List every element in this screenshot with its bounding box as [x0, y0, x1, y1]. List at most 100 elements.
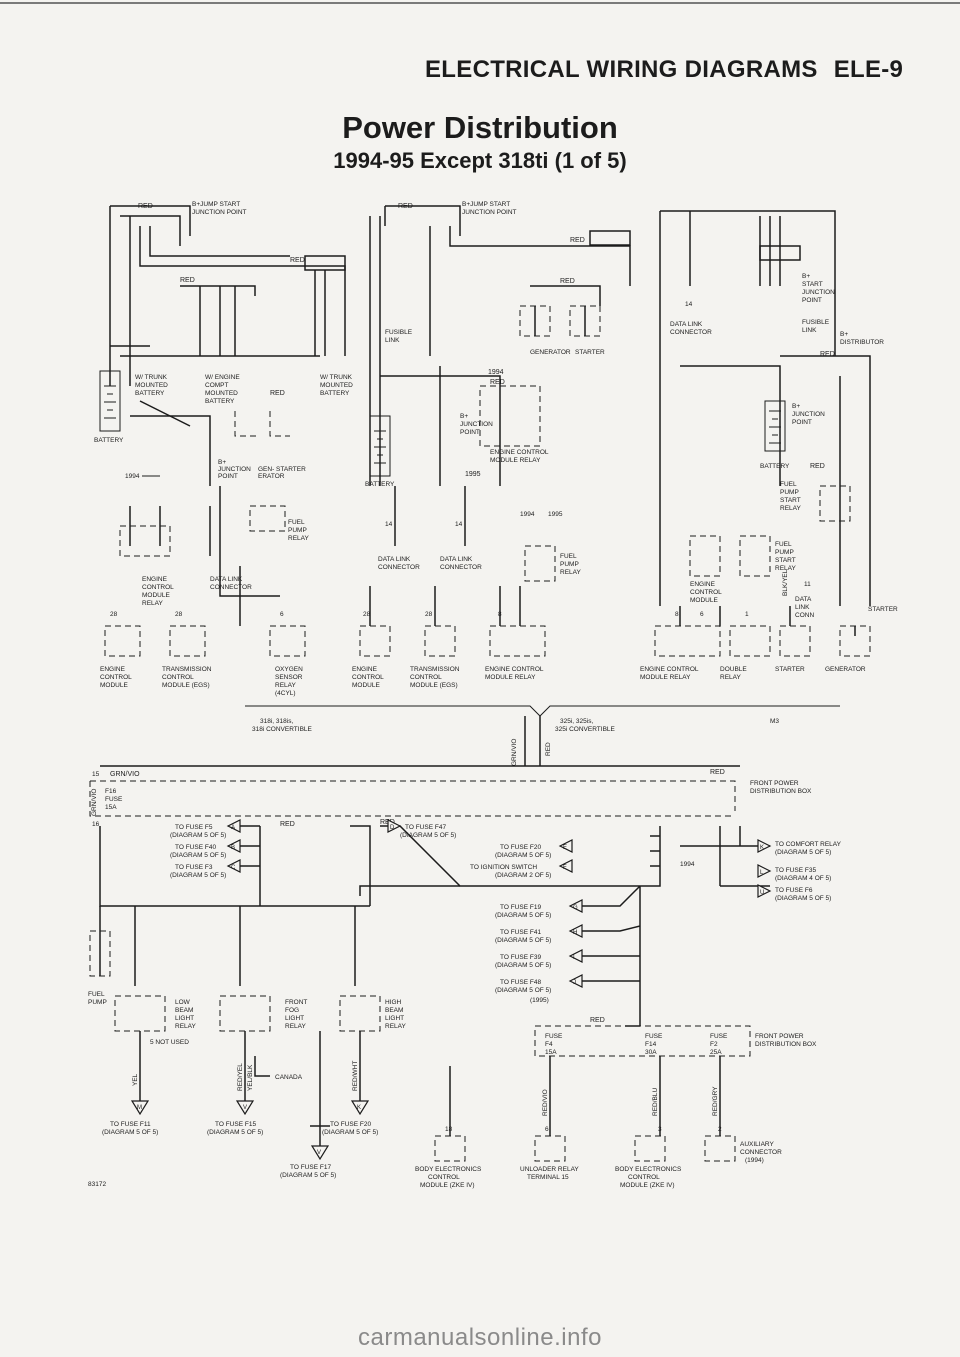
label-dlc-1: DATA	[795, 596, 812, 603]
label-1994-d: 1994	[680, 861, 695, 868]
label-1995-b: 1995	[548, 511, 563, 518]
label-red-i: RED	[820, 351, 835, 358]
label-red-j: RED	[810, 463, 825, 470]
label-distributor: DISTRIBUTOR	[840, 339, 884, 346]
label-fpdb-1: FRONT POWER	[750, 780, 799, 787]
pin-6-a: 6	[280, 611, 284, 618]
label-diag5-n: (DIAGRAM 5 OF 5)	[322, 1129, 378, 1136]
label-canada: CANADA	[275, 1074, 303, 1081]
conn-h: H	[573, 930, 577, 936]
label-junction-b: JUNCTION	[460, 421, 493, 428]
label-tcm-a3: MODULE (EGS)	[162, 682, 210, 689]
header-section: ELE-9	[833, 56, 904, 83]
label-models-318c: 318i CONVERTIBLE	[252, 726, 313, 733]
label-1994-c: 1994	[520, 511, 535, 518]
label-to-f3: TO FUSE F3	[175, 864, 213, 871]
label-to-f47: TO FUSE F47	[405, 824, 446, 831]
label-dlc-2: LINK	[795, 604, 810, 611]
label-wengine-3: MOUNTED	[205, 390, 238, 397]
label-red-c: RED	[180, 277, 195, 284]
section-318: RED B+JUMP START JUNCTION POINT RED RED …	[94, 201, 353, 697]
label-to-f20: TO FUSE F20	[500, 844, 541, 851]
pin-6-c: 6	[545, 1126, 549, 1133]
label-fuel-10: FUEL	[775, 541, 792, 548]
pin-28-b: 28	[175, 611, 183, 618]
label-unloader-1: UNLOADER RELAY	[520, 1166, 579, 1173]
label-redblu: RED/BLU	[652, 1088, 659, 1116]
label-tcm-b2: CONTROL	[410, 674, 442, 681]
label-o2-1: OXYGEN	[275, 666, 303, 673]
label-red-b: RED	[290, 257, 305, 264]
label-engine-b1: ENGINE	[352, 666, 378, 673]
label-o2-3: RELAY	[275, 682, 296, 689]
label-start-e: START	[775, 557, 796, 564]
label-bodyelec-5: CONTROL	[628, 1174, 660, 1181]
label-point-c: POINT	[802, 297, 822, 304]
label-to-f5: TO FUSE F5	[175, 824, 213, 831]
label-battery-c: BATTERY	[760, 463, 790, 470]
label-fusible-3: FUSIBLE	[802, 319, 830, 326]
label-o2-2: SENSOR	[275, 674, 303, 681]
label-grnvio-c: GRN/VIO	[511, 739, 518, 766]
label-fusible-1: FUSIBLE	[385, 329, 413, 336]
battery-icon-middle	[369, 415, 391, 477]
pin-6-b: 6	[700, 611, 704, 618]
label-grnvio-a: GRN/VIO	[110, 771, 140, 778]
pin-28-c: 28	[363, 611, 371, 618]
label-start-d: START	[780, 497, 801, 504]
label-figure-number: 83172	[88, 1181, 106, 1188]
label-to-f17: TO FUSE F17	[290, 1164, 331, 1171]
label-bjump-1: B+JUMP START	[192, 201, 240, 208]
label-tcm-b1: TRANSMISSION	[410, 666, 460, 673]
label-bjump-4: JUNCTION POINT	[462, 209, 517, 216]
page-title: Power Distribution	[342, 110, 618, 145]
label-diag5-o: (DIAGRAM 5 OF 5)	[280, 1172, 336, 1179]
conn-f: F	[563, 865, 567, 871]
label-fuel-3: RELAY	[288, 535, 309, 542]
label-wtrunk-3: BATTERY	[135, 390, 165, 397]
label-ecm-control-c: ENGINE CONTROL	[485, 666, 544, 673]
label-fusible-4: LINK	[802, 327, 817, 334]
label-generator-b: GENERATOR	[825, 666, 866, 673]
label-diag5-k: (DIAGRAM 5 OF 5)	[775, 895, 831, 902]
label-battery-b: BATTERY	[365, 481, 395, 488]
label-ecm-relay-3: MODULE	[142, 592, 170, 599]
conn-k-b: K	[357, 1105, 361, 1111]
label-bjump-3: B+JUMP START	[462, 201, 510, 208]
wire-color-labels: GRN/VIO GRN/VIO RED YEL RED/YEL YEL/BLK …	[91, 569, 789, 1116]
label-1995-c: (1995)	[530, 997, 549, 1004]
conn-m: M	[137, 1105, 142, 1111]
label-diag5-d: (DIAGRAM 5 OF 5)	[400, 832, 456, 839]
label-gen-starter: GEN- STARTER	[258, 466, 306, 473]
label-wtrunk-b1: W/ TRUNK	[320, 374, 353, 381]
label-redgry: RED/GRY	[712, 1086, 719, 1116]
battery-icon-right	[764, 400, 786, 452]
label-15a-a: 15A	[105, 804, 117, 811]
label-diag5-b: (DIAGRAM 5 OF 5)	[170, 852, 226, 859]
label-generator-a: GENERATOR	[530, 349, 571, 356]
label-wtrunk-1: W/ TRUNK	[135, 374, 168, 381]
label-point-b: POINT	[460, 429, 480, 436]
conn-k: K	[760, 845, 764, 851]
label-fuel-11: PUMP	[775, 549, 794, 556]
pin-1-a: 1	[745, 611, 749, 618]
label-datalink-3: DATA LINK	[378, 556, 411, 563]
label-point-d: POINT	[792, 419, 812, 426]
label-diag2-a: (DIAGRAM 2 OF 5)	[495, 872, 551, 879]
label-datalink-1: DATA LINK	[210, 576, 243, 583]
conn-v-a: V	[243, 1105, 247, 1111]
conn-e: E	[563, 845, 567, 851]
label-bplus-e: B+	[792, 403, 800, 410]
conn-u: U	[760, 890, 764, 896]
label-fuelpump-b: PUMP	[88, 999, 107, 1006]
label-25a: 25A	[710, 1049, 722, 1056]
pin-14-b: 14	[455, 521, 463, 528]
label-red-a: RED	[138, 203, 153, 210]
label-bodyelec-3: MODULE (ZKE IV)	[420, 1182, 475, 1189]
label-notused: 5 NOT USED	[150, 1039, 189, 1046]
label-frontfog-3: LIGHT	[285, 1015, 304, 1022]
label-starter-b: STARTER	[868, 606, 898, 613]
label-datalink-4: CONNECTOR	[378, 564, 420, 571]
label-models-325c: 325i CONVERTIBLE	[555, 726, 616, 733]
label-lowbeam-4: RELAY	[175, 1023, 196, 1030]
